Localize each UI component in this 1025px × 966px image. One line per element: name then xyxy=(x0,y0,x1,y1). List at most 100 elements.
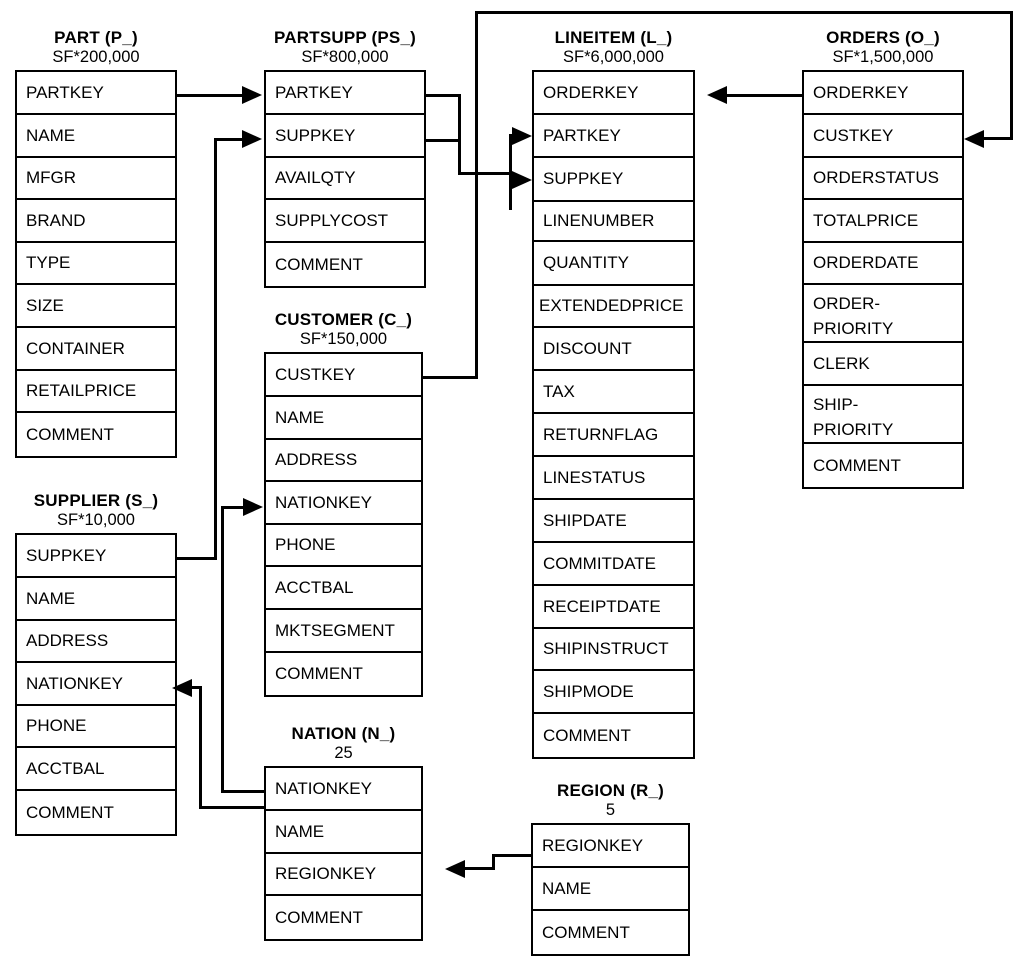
field-lineitem-orderkey: ORDERKEY xyxy=(534,72,693,115)
field-customer-custkey: CUSTKEY xyxy=(266,354,421,397)
connector-orders-lineitem-arrowhead xyxy=(707,86,727,104)
entity-region: REGION (R_) 5 REGIONKEY NAME COMMENT xyxy=(531,781,690,956)
connector-supplier-partsupp-seg2 xyxy=(214,138,217,560)
connector-supplier-partsupp-seg1 xyxy=(177,557,217,560)
field-customer-comment: COMMENT xyxy=(266,653,421,695)
connector-customer-orders-seg1 xyxy=(423,376,478,379)
connector-orders-lineitem-horizontal xyxy=(727,94,802,97)
entity-supplier-title: SUPPLIER (S_) xyxy=(33,491,159,510)
connector-partsupp-lineitem-trunk-vert xyxy=(458,139,461,175)
field-supplier-name: NAME xyxy=(17,578,175,621)
entity-region-title: REGION (R_) xyxy=(556,781,665,800)
field-part-comment: COMMENT xyxy=(17,413,175,456)
field-supplier-comment: COMMENT xyxy=(17,791,175,834)
field-lineitem-shipdate: SHIPDATE xyxy=(534,500,693,543)
connector-nation-supplier-seg2 xyxy=(199,686,202,808)
field-customer-phone: PHONE xyxy=(266,525,421,567)
field-lineitem-returnflag: RETURNFLAG xyxy=(534,414,693,457)
entity-orders-title: ORDERS (O_) xyxy=(826,28,940,47)
field-lineitem-linestatus: LINESTATUS xyxy=(534,457,693,500)
field-lineitem-suppkey: SUPPKEY xyxy=(534,158,693,202)
field-lineitem-extendedprice: EXTENDEDPRICE xyxy=(534,286,693,328)
entity-supplier-cardinality: SF*10,000 xyxy=(57,511,135,529)
connector-partsupp-lineitem-split-vert xyxy=(509,134,512,210)
entity-partsupp-cardinality: SF*800,000 xyxy=(301,48,389,66)
field-supplier-acctbal: ACCTBAL xyxy=(17,748,175,791)
entity-nation: NATION (N_) 25 NATIONKEY NAME REGIONKEY … xyxy=(264,724,423,941)
field-part-brand: BRAND xyxy=(17,200,175,243)
field-lineitem-commitdate: COMMITDATE xyxy=(534,543,693,586)
field-part-name: NAME xyxy=(17,115,175,158)
field-region-regionkey: REGIONKEY xyxy=(533,825,688,868)
field-orders-totalprice: TOTALPRICE xyxy=(804,200,962,243)
field-lineitem-linenumber: LINENUMBER xyxy=(534,202,693,242)
entity-orders-cardinality: SF*1,500,000 xyxy=(832,48,934,66)
field-orders-shippriority-line1: SHIP- xyxy=(813,395,859,414)
field-lineitem-tax: TAX xyxy=(534,371,693,414)
field-orders-clerk: CLERK xyxy=(804,343,962,386)
connector-nation-customer-seg1 xyxy=(221,790,266,793)
connector-customer-orders-seg4 xyxy=(1010,11,1013,139)
entity-region-box: REGIONKEY NAME COMMENT xyxy=(531,823,690,956)
connector-region-nation-seg3 xyxy=(464,867,495,870)
connector-part-partsupp-horizontal xyxy=(177,94,245,97)
field-partsupp-comment: COMMENT xyxy=(266,243,424,286)
entity-partsupp: PARTSUPP (PS_) SF*800,000 PARTKEY SUPPKE… xyxy=(264,28,426,288)
connector-region-nation-seg1 xyxy=(492,854,532,857)
field-customer-nationkey: NATIONKEY xyxy=(266,482,421,525)
entity-part: PART (P_) SF*200,000 PARTKEY NAME MFGR B… xyxy=(15,28,177,458)
field-lineitem-receiptdate: RECEIPTDATE xyxy=(534,586,693,629)
field-customer-acctbal: ACCTBAL xyxy=(266,567,421,610)
connector-supplier-partsupp-seg3 xyxy=(214,138,245,141)
connector-customer-orders-seg5 xyxy=(983,137,1013,140)
entity-orders-box: ORDERKEY CUSTKEY ORDERSTATUS TOTALPRICE … xyxy=(802,70,964,489)
field-lineitem-comment: COMMENT xyxy=(534,714,693,757)
connector-region-nation-arrowhead xyxy=(445,860,465,878)
entity-region-cardinality: 5 xyxy=(605,801,616,819)
connector-partsupp-lineitem-suppkey-arrowhead xyxy=(512,171,532,189)
entity-nation-box: NATIONKEY NAME REGIONKEY COMMENT xyxy=(264,766,423,941)
entity-partsupp-title: PARTSUPP (PS_) xyxy=(274,28,416,47)
field-lineitem-discount: DISCOUNT xyxy=(534,328,693,371)
field-partsupp-supplycost: SUPPLYCOST xyxy=(266,200,424,243)
field-nation-name: NAME xyxy=(266,811,421,854)
connector-partsupp-lineitem-from-partkey xyxy=(426,94,461,97)
field-partsupp-availqty: AVAILQTY xyxy=(266,158,424,200)
connector-nation-supplier-arrowhead xyxy=(172,679,192,697)
field-region-comment: COMMENT xyxy=(533,911,688,954)
field-orders-shippriority: SHIP- PRIORITY xyxy=(804,386,962,444)
connector-partsupp-lineitem-from-suppkey xyxy=(426,139,461,142)
field-nation-regionkey: REGIONKEY xyxy=(266,854,421,896)
entity-supplier: SUPPLIER (S_) SF*10,000 SUPPKEY NAME ADD… xyxy=(15,491,177,836)
connector-nation-customer-seg3 xyxy=(221,506,246,509)
field-part-retailprice: RETAILPRICE xyxy=(17,371,175,413)
field-supplier-address: ADDRESS xyxy=(17,621,175,663)
entity-orders: ORDERS (O_) SF*1,500,000 ORDERKEY CUSTKE… xyxy=(802,28,964,489)
entity-part-box: PARTKEY NAME MFGR BRAND TYPE SIZE CONTAI… xyxy=(15,70,177,458)
field-part-mfgr: MFGR xyxy=(17,158,175,200)
field-part-size: SIZE xyxy=(17,285,175,328)
connector-region-nation-seg2 xyxy=(492,854,495,870)
connector-supplier-partsupp-arrowhead xyxy=(242,130,262,148)
field-lineitem-partkey: PARTKEY xyxy=(534,115,693,158)
field-orders-custkey: CUSTKEY xyxy=(804,115,962,158)
field-supplier-nationkey: NATIONKEY xyxy=(17,663,175,706)
entity-part-cardinality: SF*200,000 xyxy=(52,48,140,66)
field-supplier-suppkey: SUPPKEY xyxy=(17,535,175,578)
field-customer-mktsegment: MKTSEGMENT xyxy=(266,610,421,653)
connector-customer-orders-arrowhead xyxy=(964,130,984,148)
connector-partsupp-lineitem-partkey-arrowhead xyxy=(512,127,532,145)
entity-customer: CUSTOMER (C_) SF*150,000 CUSTKEY NAME AD… xyxy=(264,310,423,697)
connector-partsupp-lineitem-trunk-horiz xyxy=(458,172,512,175)
connector-nation-customer-seg2 xyxy=(221,506,224,793)
field-region-name: NAME xyxy=(533,868,688,911)
field-orders-orderpriority: ORDER- PRIORITY xyxy=(804,285,962,343)
entity-customer-box: CUSTKEY NAME ADDRESS NATIONKEY PHONE ACC… xyxy=(264,352,423,697)
field-nation-comment: COMMENT xyxy=(266,896,421,939)
entity-customer-title: CUSTOMER (C_) xyxy=(274,310,413,329)
connector-nation-supplier-seg3 xyxy=(190,686,202,689)
connector-customer-orders-seg2 xyxy=(475,11,478,379)
field-orders-orderdate: ORDERDATE xyxy=(804,243,962,285)
field-orders-shippriority-line2: PRIORITY xyxy=(813,420,894,439)
